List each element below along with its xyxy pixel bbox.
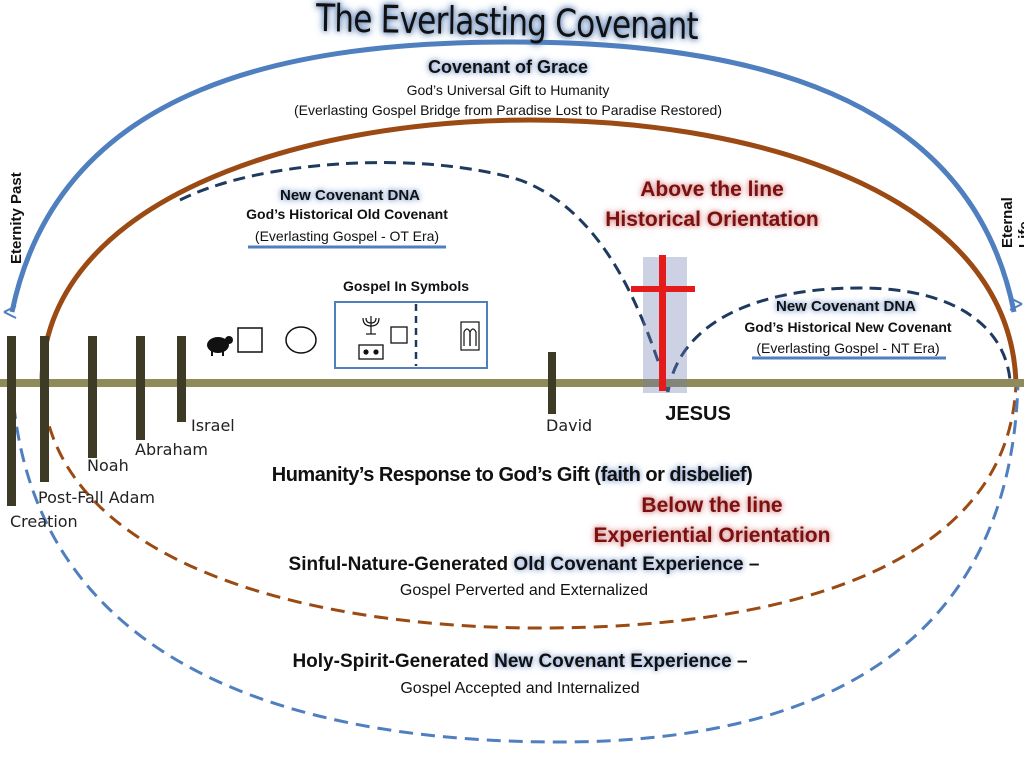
lamb-icon <box>207 336 233 356</box>
new-covenant-line1: God’s Historical New Covenant <box>744 319 952 335</box>
holy-line: Holy-Spirit-Generated New Covenant Exper… <box>292 651 747 673</box>
noah-label: Noah <box>87 456 129 475</box>
sinful-highlight: Old Covenant Experience <box>513 554 744 575</box>
noah-post <box>88 336 97 458</box>
blue-arc-bottom <box>10 382 1020 744</box>
old-covenant-line2: (Everlasting Gospel - OT Era) <box>254 228 440 244</box>
altar-square-icon <box>237 327 263 353</box>
sinful-line: Sinful-Nature-Generated Old Covenant Exp… <box>289 554 760 576</box>
sinful-sub: Gospel Perverted and Externalized <box>399 582 649 599</box>
laver-circle-icon <box>285 326 317 354</box>
covenant-of-grace-line2: (Everlasting Gospel Bridge from Paradise… <box>294 102 722 118</box>
eternity-past-label: Eternity Past <box>8 172 25 264</box>
abraham-label: Abraham <box>135 440 209 459</box>
new-covenant-arc <box>666 286 1012 393</box>
israel-label: Israel <box>191 416 235 435</box>
creation-post <box>7 336 16 506</box>
covenant-of-grace-line1: God’s Universal Gift to Humanity <box>406 82 610 98</box>
response-faith: faith <box>600 464 641 486</box>
menorah-icon <box>362 316 380 335</box>
gospel-in-symbols-label: Gospel In Symbols <box>342 278 470 294</box>
table-bread-icon <box>358 344 384 360</box>
above-line-label: Above the line <box>640 178 784 201</box>
david-post <box>548 352 556 414</box>
sinful-prefix: Sinful-Nature-Generated <box>288 554 514 575</box>
abraham-post <box>136 336 145 440</box>
new-covenant-line2: (Everlasting Gospel - NT Era) <box>756 340 940 356</box>
brown-arc-top <box>39 117 1019 384</box>
jesus-label: JESUS <box>665 403 731 425</box>
old-covenant-arc <box>179 161 670 393</box>
david-label: David <box>546 416 593 435</box>
old-covenant-heading: New Covenant DNA <box>279 187 421 204</box>
cross-icon <box>631 255 695 393</box>
brown-arc-bottom <box>40 382 1018 630</box>
response-line: Humanity’s Response to God’s Gift (faith… <box>271 464 753 487</box>
historical-orientation-label: Historical Orientation <box>605 208 819 231</box>
page-title: The Everlasting Covenant <box>315 0 699 49</box>
holy-dash: – <box>731 651 748 672</box>
right-arrow-icon <box>1009 297 1023 311</box>
new-covenant-heading: New Covenant DNA <box>775 298 917 315</box>
ark-tablets-icon <box>460 321 480 351</box>
response-or: or <box>640 464 670 486</box>
below-line-label: Below the line <box>641 494 783 517</box>
response-suffix: ) <box>746 464 753 486</box>
covenant-of-grace-heading: Covenant of Grace <box>427 57 589 77</box>
creation-label: Creation <box>10 512 78 531</box>
incense-altar-icon <box>390 326 408 344</box>
response-disbelief: disbelief <box>669 464 747 486</box>
holy-sub: Gospel Accepted and Internalized <box>400 680 640 697</box>
left-arrow-icon <box>3 305 17 319</box>
holy-highlight: New Covenant Experience <box>494 651 732 672</box>
eternal-life-label: Eternal Life <box>999 197 1024 248</box>
experiential-orientation-label: Experiential Orientation <box>593 524 831 547</box>
response-prefix: Humanity’s Response to God’s Gift ( <box>271 464 601 486</box>
covenant-of-grace-arc <box>9 39 1017 313</box>
holy-prefix: Holy-Spirit-Generated <box>292 651 495 672</box>
timeline-bar <box>0 379 1024 387</box>
sinful-dash: – <box>743 554 760 575</box>
adam-post <box>40 336 49 482</box>
adam-label: Post-Fall Adam <box>38 488 155 507</box>
old-covenant-line1: God’s Historical Old Covenant <box>246 206 448 222</box>
israel-post <box>177 336 186 422</box>
